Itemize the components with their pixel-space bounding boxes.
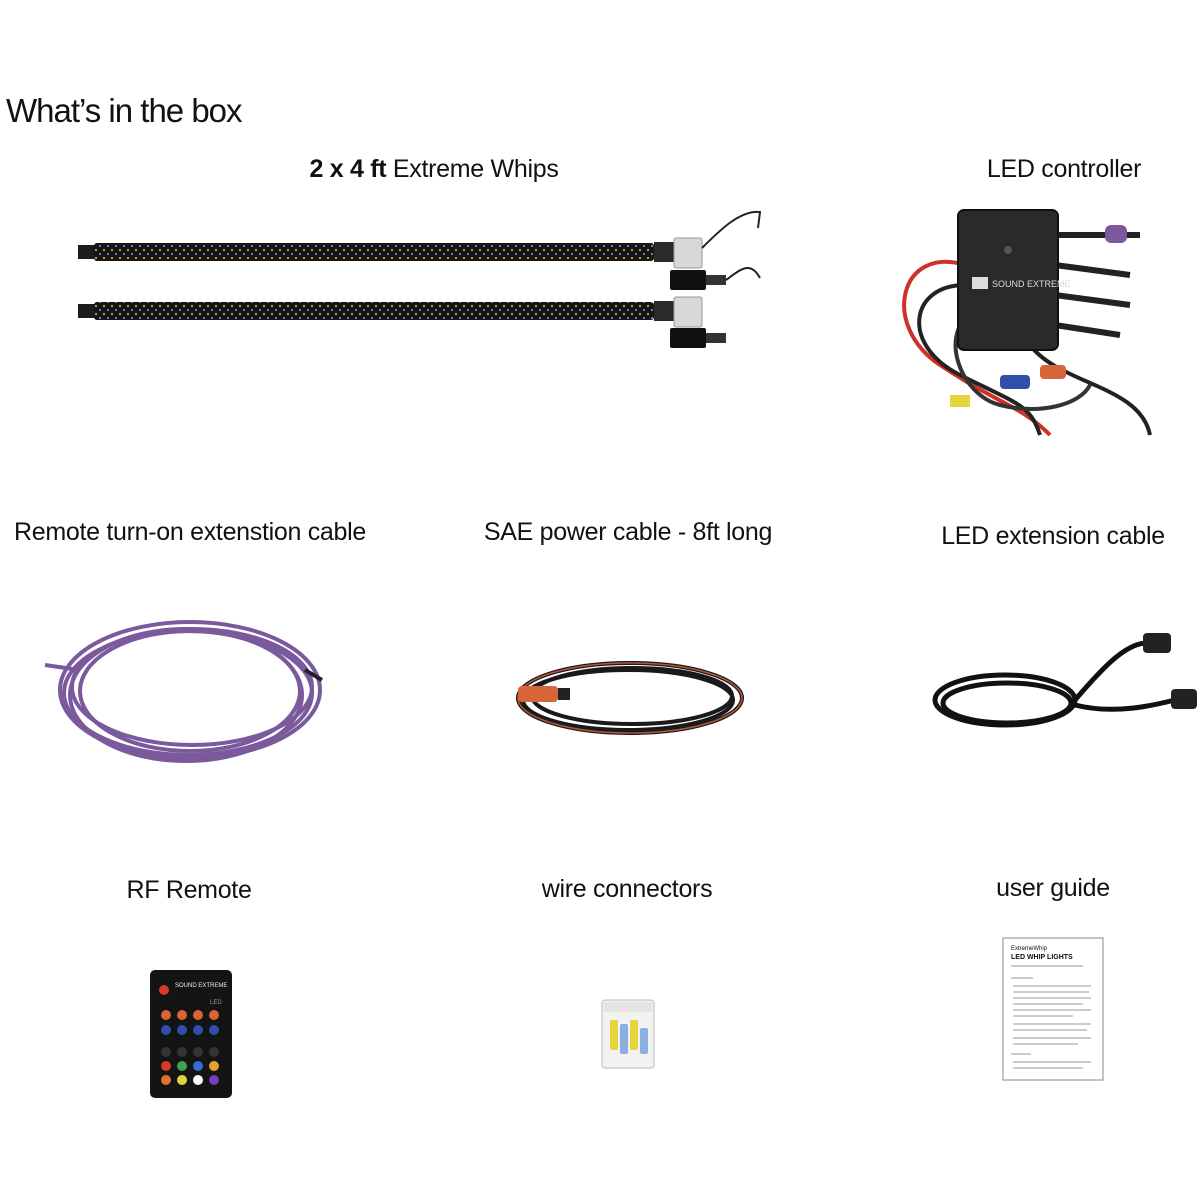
sae-cable-label: SAE power cable - 8ft long [483, 518, 773, 546]
whips-label: 2 x 4 ft Extreme Whips [309, 155, 558, 184]
remote-led-tag: LED [210, 1000, 222, 1006]
whips-label-rest: Extreme Whips [386, 155, 559, 183]
rf-remote-image: SOUND EXTREME LED [150, 970, 232, 1098]
remote-cable-label: Remote turn-on extenstion cable [13, 518, 367, 546]
wire-connectors-label: wire connectors [541, 875, 713, 903]
remote-brand: SOUND EXTREME [175, 983, 227, 989]
sae-power-cable-image [516, 661, 744, 735]
user-guide-label: user guide [996, 874, 1110, 902]
remote-turn-on-cable-image [44, 620, 324, 763]
led-controller-image: SOUND EXTREME [902, 209, 1152, 437]
guide-title: LED WHIP LIGHTS [1011, 954, 1073, 961]
guide-brand: ExtremeWhip [1011, 946, 1048, 952]
page-title: What’s in the box [6, 92, 243, 129]
wire-connectors-image [601, 999, 655, 1069]
controller-brand: SOUND EXTREME [992, 279, 1071, 289]
whips-label-bold: 2 x 4 ft [309, 155, 387, 183]
controller-label: LED controller [986, 155, 1142, 183]
led-ext-cable-label: LED extension cable [941, 522, 1165, 550]
user-guide-image: ExtremeWhip LED WHIP LIGHTS [1002, 937, 1104, 1081]
whips-image [78, 210, 762, 348]
rf-remote-label: RF Remote [126, 876, 252, 904]
led-extension-cable-image [932, 633, 1197, 728]
